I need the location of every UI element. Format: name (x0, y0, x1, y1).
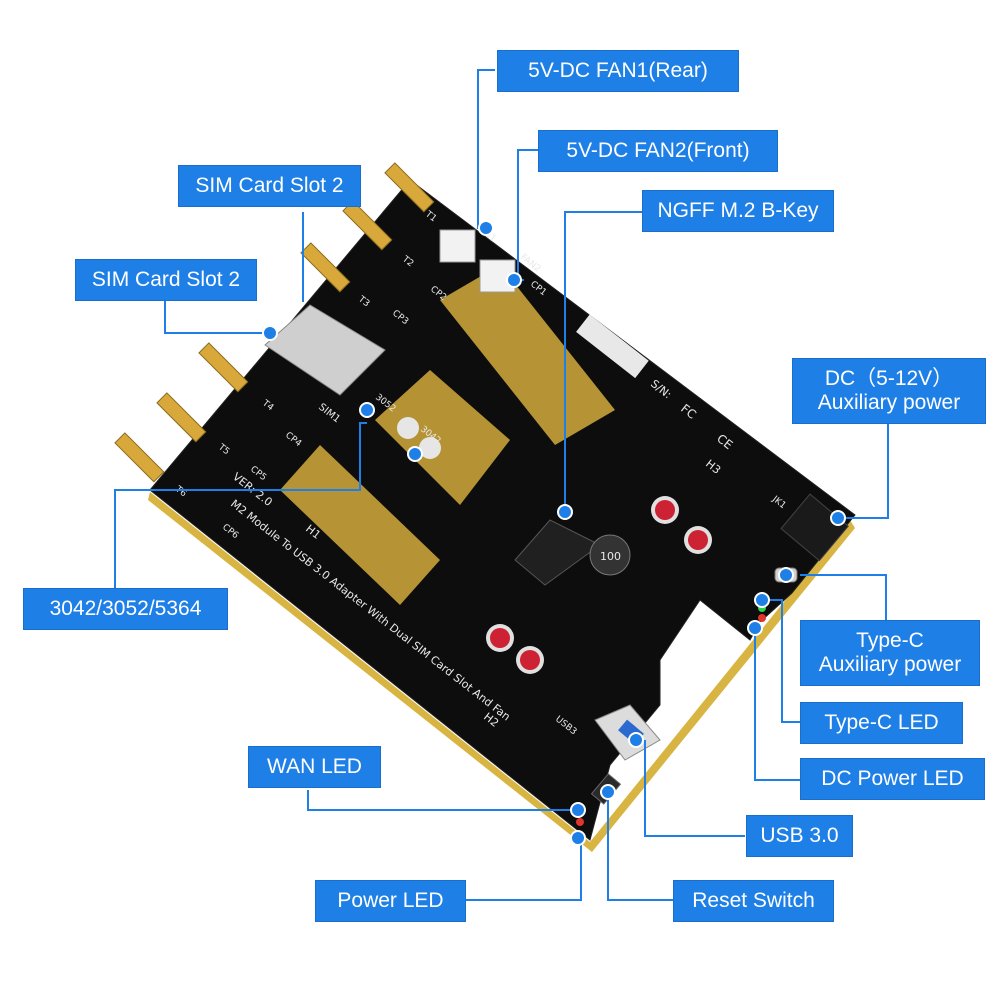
fan1-connector (439, 229, 476, 263)
power-led (576, 818, 584, 826)
circle-marker-icon (778, 567, 794, 583)
capacitors (397, 417, 712, 674)
antenna-connectors (114, 162, 435, 483)
label-sim-second: SIM Card Slot 2 (75, 259, 257, 301)
label-sim-top: SIM Card Slot 2 (178, 165, 361, 207)
ngff-white-block (576, 314, 649, 379)
label-typec-aux: Type-C Auxiliary power (800, 620, 980, 686)
label-dc-line1: DC（5-12V） (824, 366, 954, 390)
module-socket (375, 370, 510, 505)
label-typec-line2: Auxiliary power (818, 653, 962, 676)
sim-card-slot (264, 304, 386, 396)
label-form-factors: 3042/3052/5364 (23, 588, 228, 630)
label-dc-aux: DC（5-12V） Auxiliary power (792, 358, 986, 424)
label-power-led: Power LED (315, 880, 466, 922)
circle-marker-icon (359, 402, 375, 418)
circle-marker-icon (557, 504, 573, 520)
dc-jack (780, 493, 849, 562)
module-area-top (440, 265, 615, 445)
circle-marker-icon (506, 272, 522, 288)
label-typec-led: Type-C LED (800, 702, 963, 744)
label-dc-power-led: DC Power LED (800, 758, 985, 800)
circle-marker-icon (628, 732, 644, 748)
module-area-left (280, 445, 440, 605)
pointer-dots (262, 220, 846, 846)
label-usb3: USB 3.0 (746, 815, 853, 857)
circle-marker-icon (262, 325, 278, 341)
dc-power-led (758, 614, 766, 622)
circle-marker-icon (747, 620, 763, 636)
label-dc-line2: Auxiliary power (817, 391, 961, 414)
label-wan-led: WAN LED (248, 746, 381, 788)
circle-marker-icon (600, 784, 616, 800)
inductor (589, 534, 631, 576)
svg-text:100: 100 (600, 550, 621, 563)
circle-marker-icon (478, 220, 494, 236)
circle-marker-icon (754, 592, 770, 608)
circle-marker-icon (570, 802, 586, 818)
circle-marker-icon (830, 510, 846, 526)
circle-marker-icon (570, 830, 586, 846)
circle-marker-icon (407, 446, 423, 462)
label-ngff: NGFF M.2 B-Key (642, 190, 834, 232)
board-gold-edge (148, 492, 855, 852)
label-fan2: 5V-DC FAN2(Front) (538, 130, 778, 172)
label-reset-switch: Reset Switch (673, 880, 834, 922)
label-typec-line1: Type-C (856, 628, 924, 652)
label-fan1: 5V-DC FAN1(Rear) (497, 50, 739, 92)
